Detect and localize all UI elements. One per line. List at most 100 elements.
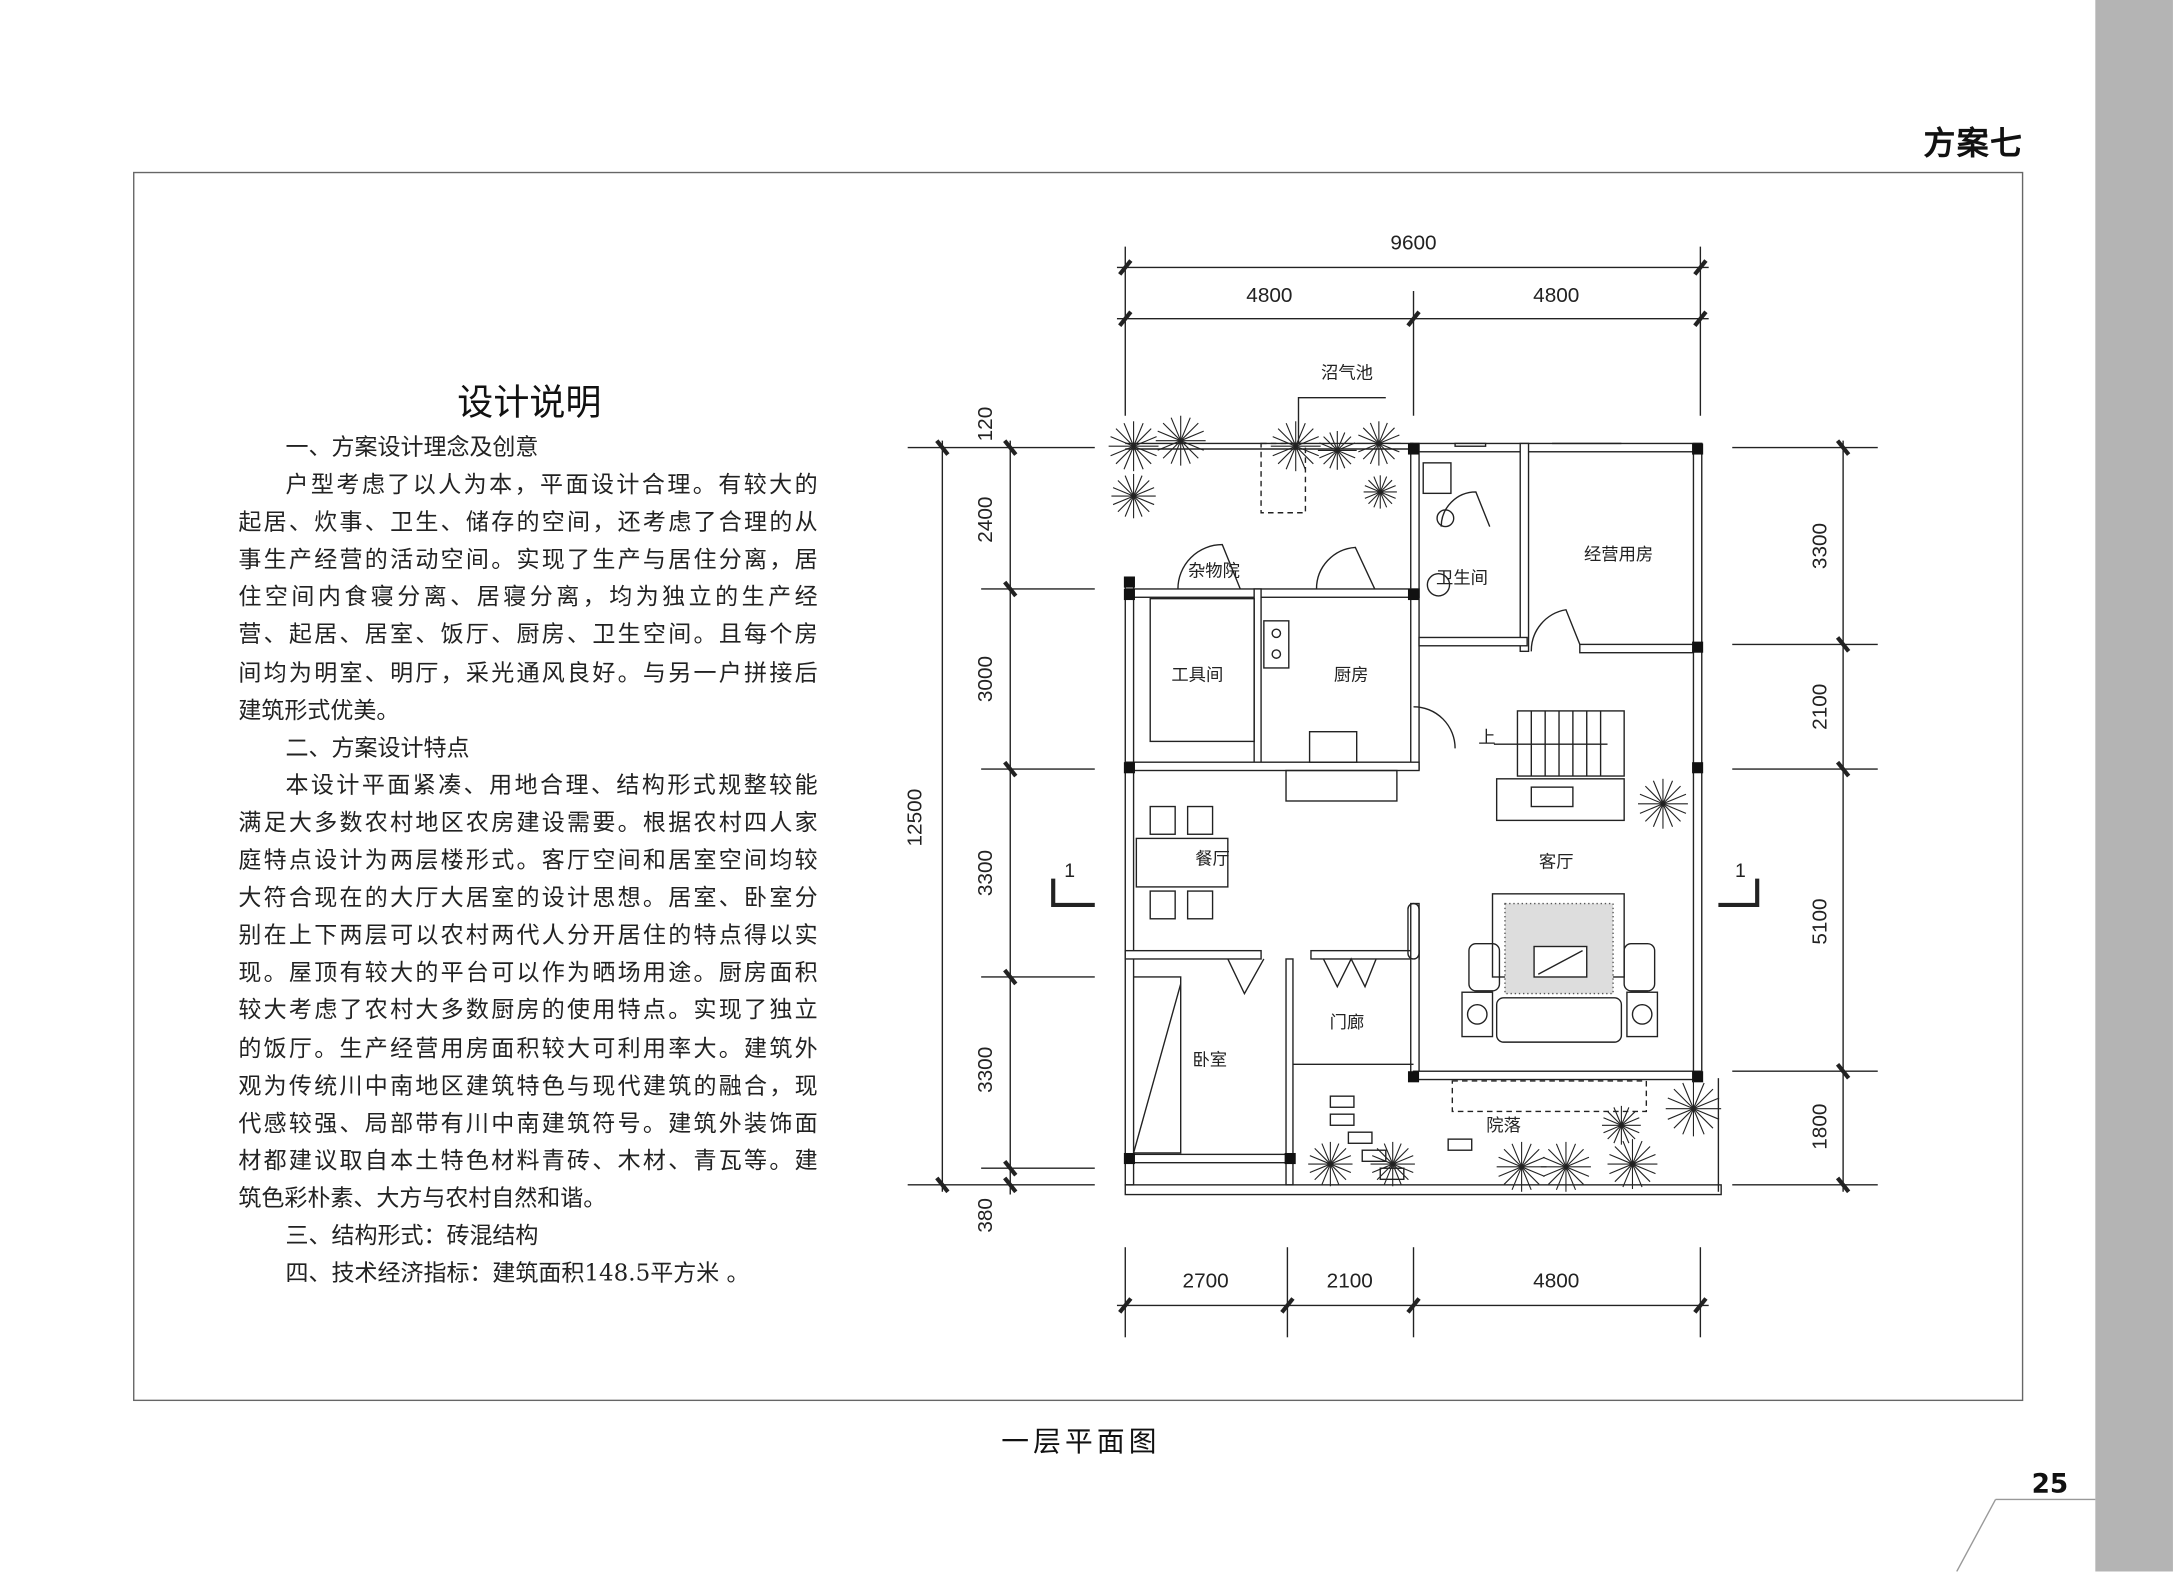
- left-dimensions: 12500 120 2400 3000 3300 3300 380: [904, 407, 1095, 1233]
- description-line: 庭特点设计为两层楼形式。客厅空间和居室空间均较: [238, 846, 818, 874]
- dining-table: [1135, 837, 1229, 888]
- dim-left-total: 12500: [904, 789, 927, 847]
- washbasin-icon: [1426, 573, 1451, 597]
- page-number: 25: [2031, 1468, 2069, 1500]
- biogas-tank: [1260, 442, 1307, 514]
- stove-icon: [1263, 620, 1290, 669]
- dim-right-3: 5100: [1808, 898, 1831, 944]
- svg-text:1: 1: [1735, 860, 1746, 882]
- bottom-dimensions: 2700 2100 4800: [1116, 1247, 1709, 1338]
- description-line: 代感较强、局部带有川中南建筑符号。建筑外装饰面: [238, 1109, 818, 1136]
- dim-left-2: 2400: [974, 497, 997, 543]
- tree-icon: [1317, 430, 1357, 470]
- label-biogas: 沼气池: [1321, 363, 1373, 383]
- label-bathroom: 卫生间: [1436, 568, 1488, 588]
- description-text: 一、方案设计理念及创意户型考虑了以人为本，平面设计合理。有较大的起居、炊事、卫生…: [238, 428, 817, 1292]
- tree-icon: [1601, 1105, 1641, 1145]
- furniture: [1132, 462, 1659, 1154]
- walls: [1124, 442, 1703, 1186]
- tree-icon: [1638, 778, 1688, 829]
- description-line: 事生产经营的活动空间。实现了生产与居住分离，居: [238, 546, 818, 573]
- wardrobe: [1132, 976, 1182, 1154]
- side-strip: [2095, 0, 2173, 1572]
- label-dining: 餐厅: [1195, 850, 1230, 870]
- dim-right-1: 3300: [1808, 523, 1831, 569]
- dim-top-left: 4800: [1246, 284, 1292, 307]
- tree-icon: [1363, 475, 1397, 509]
- label-shop: 经营用房: [1584, 545, 1653, 565]
- dim-bottom-3: 4800: [1533, 1269, 1579, 1292]
- description-line: 材都建议取自本土特色材料青砖、木材、青瓦等。建: [238, 1147, 818, 1174]
- section-mark-right: 1: [1718, 860, 1760, 908]
- description-line: 本设计平面紧凑、用地合理、结构形式规整较能: [285, 771, 818, 799]
- sink-icon: [1308, 731, 1358, 763]
- description-line: 建筑形式优美。: [238, 696, 400, 723]
- description-line: 观为传统川中南地区建筑特色与现代建筑的融合，现: [238, 1072, 818, 1099]
- tree-icon: [1108, 421, 1159, 472]
- dim-left-6: 380: [974, 1198, 997, 1233]
- label-stairs-up: 上: [1478, 728, 1495, 748]
- page-corner-mark: [1956, 1498, 2096, 1572]
- tree-icon: [1607, 1139, 1658, 1190]
- dim-right-2: 2100: [1808, 684, 1831, 730]
- description-line: 户型考虑了以人为本，平面设计合理。有较大的: [285, 471, 818, 498]
- description-line: 起居、炊事、卫生、储存的空间，还考虑了合理的从: [238, 508, 818, 536]
- description-line: 大符合现在的大厅大居室的设计思想。居室、卧室分: [238, 884, 818, 911]
- label-porch: 门廊: [1330, 1013, 1365, 1033]
- dim-top-total: 9600: [1390, 231, 1436, 254]
- columns: [1123, 443, 1704, 1165]
- label-bedroom: 卧室: [1192, 1051, 1227, 1071]
- label-utility-yard: 杂物院: [1188, 561, 1240, 581]
- courtyard: [1124, 397, 1722, 1196]
- scheme-title: 方案七: [1923, 126, 2024, 163]
- drawing-frame: [133, 171, 2024, 1402]
- description-line: 筑色彩朴素、大方与农村自然和谐。: [238, 1184, 607, 1212]
- description-line: 营、起居、居室、饭厅、厨房、卫生空间。且每个房: [238, 621, 818, 648]
- tree-icon: [1496, 1141, 1547, 1192]
- toilet-icon: [1436, 509, 1455, 528]
- description-line: 四、技术经济指标：建筑面积148.5平方米 。: [285, 1259, 750, 1287]
- description-line: 住空间内食寝分离、居寝分离，均为独立的生产经: [238, 583, 818, 611]
- tree-icon: [1356, 421, 1402, 466]
- tree-icon: [1308, 1141, 1353, 1187]
- dim-left-5: 3300: [974, 1047, 997, 1093]
- description-line: 较大考虑了农村大多数厨房的使用特点。实现了独立: [238, 996, 818, 1024]
- label-kitchen: 厨房: [1334, 665, 1369, 685]
- dim-left-1: 120: [974, 407, 997, 442]
- plan-caption: 一层平面图: [1001, 1424, 1161, 1458]
- description-line: 别在上下两层可以农村两代人分开居住的特点得以实: [238, 921, 818, 949]
- tree-icon: [1370, 1141, 1415, 1187]
- tree-icon: [1665, 1080, 1722, 1137]
- label-courtyard: 院落: [1486, 1116, 1521, 1136]
- description-line: 一、方案设计理念及创意: [285, 433, 539, 461]
- description-line: 三、结构形式：砖混结构: [285, 1222, 539, 1249]
- tv-cabinet: [1495, 778, 1625, 822]
- svg-text:1: 1: [1064, 860, 1075, 882]
- dim-top-right: 4800: [1533, 284, 1579, 307]
- dim-right-4: 1800: [1808, 1104, 1831, 1150]
- description-line: 的饭厅。生产经营用房面积较大可利用率大。建筑外: [238, 1034, 818, 1061]
- bathtub-icon: [1422, 462, 1452, 495]
- top-dimensions: 9600 4800 4800: [1116, 231, 1709, 416]
- description-line: 满足大多数农村地区农房建设需要。根据农村四人家: [238, 809, 818, 836]
- description-line: 现。屋顶有较大的平台可以作为晒场用途。厨房面积: [238, 959, 818, 986]
- section-mark-left: 1: [1051, 860, 1095, 908]
- plants: [1108, 415, 1722, 1192]
- right-dimensions: 3300 2100 5100 1800: [1732, 439, 1878, 1194]
- dim-bottom-1: 2700: [1183, 1269, 1229, 1292]
- tree-icon: [1270, 421, 1321, 472]
- dim-bottom-2: 2100: [1327, 1269, 1373, 1292]
- label-tool-room: 工具间: [1171, 665, 1223, 685]
- sofa: [1495, 997, 1623, 1043]
- description-line: 间均为明室、明厅，采光通风良好。与另一户拼接后: [238, 659, 818, 686]
- stairs: [1493, 710, 1625, 777]
- dim-left-4: 3300: [974, 850, 997, 896]
- tree-icon: [1155, 415, 1206, 466]
- description-title: 设计说明: [457, 382, 602, 425]
- description-line: 二、方案设计特点: [285, 734, 470, 761]
- tree-icon: [1111, 473, 1156, 519]
- doors: [1177, 491, 1581, 996]
- tree-icon: [1541, 1141, 1591, 1192]
